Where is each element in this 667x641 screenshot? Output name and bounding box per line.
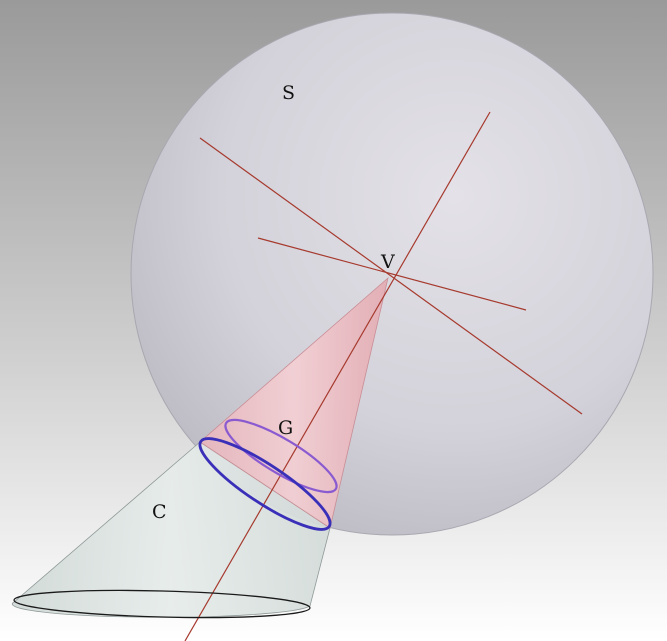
axis-line-diagonal (199, 137, 583, 415)
label-s: S (282, 82, 295, 104)
violet-circle (224, 418, 338, 494)
label-g: G (278, 417, 293, 439)
inner-cone-g (199, 276, 389, 529)
cone-axis-line (184, 111, 491, 641)
axis-line-horizontal (257, 237, 527, 311)
blue-circle (198, 437, 332, 531)
label-c: C (152, 501, 167, 523)
outer-cone-c (11, 441, 331, 618)
outer-cone-base (13, 589, 311, 619)
label-v: V (380, 251, 395, 273)
